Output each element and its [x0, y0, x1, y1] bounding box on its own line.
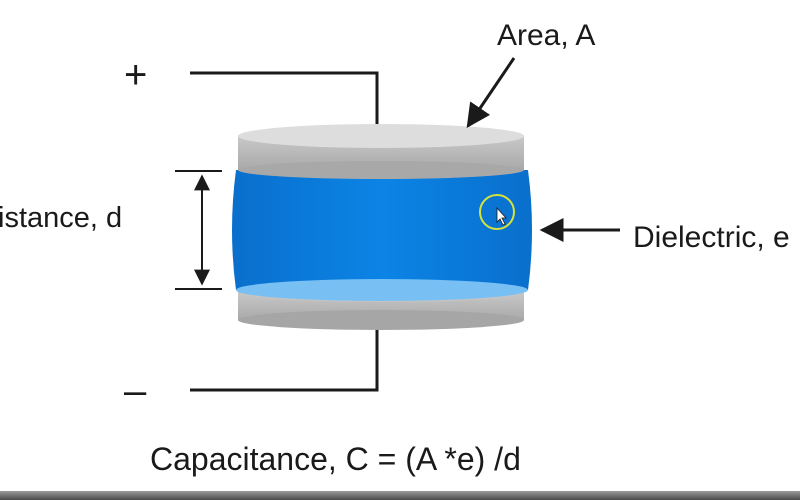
plus-terminal-label: +: [124, 53, 147, 97]
cursor-highlight-ring: [479, 194, 515, 230]
mouse-cursor: [479, 194, 515, 230]
video-player-bottom-bar: [0, 491, 800, 500]
top-plate: [238, 124, 524, 179]
area-arrow: [466, 57, 516, 128]
minus-terminal-label: –: [124, 369, 147, 413]
positive-wire: [190, 71, 379, 135]
distance-dimension: [175, 170, 222, 290]
capacitance-formula: Capacitance, C = (A *e) /d: [150, 441, 521, 477]
cursor-arrow-icon: [496, 206, 507, 226]
area-label: Area, A: [497, 19, 595, 52]
dielectric-layer: [232, 170, 532, 301]
negative-wire: [190, 328, 379, 392]
dielectric-label: Dielectric, e: [633, 221, 790, 254]
distance-label: istance, d: [0, 202, 122, 234]
